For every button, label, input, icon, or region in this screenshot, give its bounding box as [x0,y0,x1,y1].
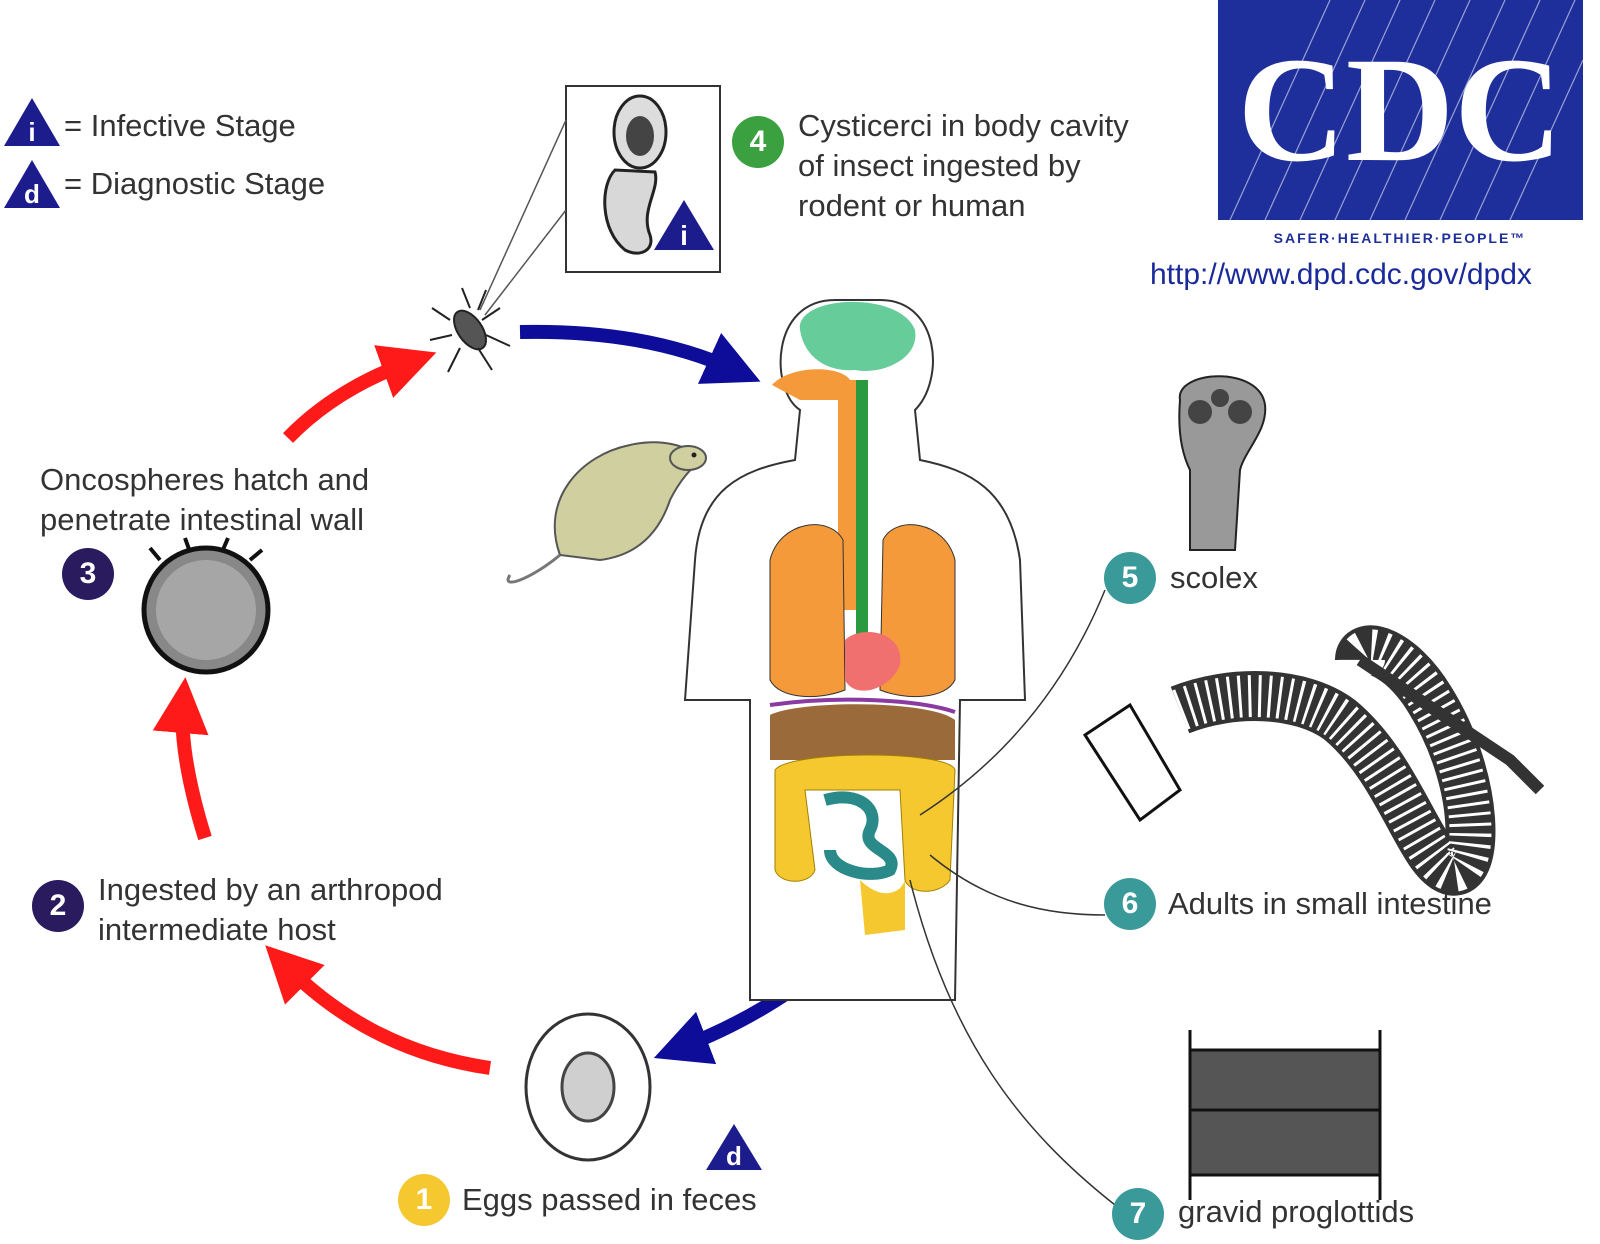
arrow-egg-to-arthropod [265,945,492,1075]
legend-infective-label: = Infective Stage [64,108,296,143]
stage-3-badge: 3 [62,548,114,600]
legend-diagnostic-label: = Diagnostic Stage [64,166,326,201]
oncosphere-illustration [141,537,271,675]
stage-4-badge: 4 [732,116,784,168]
stage-7-label: gravid proglottids [1178,1194,1415,1229]
arrow-oncosphere-to-insect [282,345,437,443]
rodent-illustration [506,441,707,584]
scolex-illustration [1178,375,1267,551]
infective-stage-icon: i [4,98,60,147]
cdc-tagline: SAFER·HEALTHIER·PEOPLE™ [1274,230,1527,246]
arrow-ingest-to-oncosphere [152,677,212,841]
adult-worm-illustration [1082,625,1545,896]
svg-text:i: i [28,117,35,147]
infective-stage-marker-icon: i [654,200,714,251]
cdc-logo-text: CDC [1238,27,1563,193]
stage-1-label: Eggs passed in feces [462,1182,757,1217]
arthropod-insect-illustration [429,287,511,373]
arrow-insect-to-host [519,324,761,384]
svg-text:d: d [726,1141,742,1171]
diagnostic-stage-marker-icon: d [706,1124,762,1171]
human-host-illustration [683,299,1027,1001]
stage-5-badge: 5 [1104,552,1156,604]
stage-6-label: Adults in small intestine [1168,886,1492,921]
cdc-logo: CDC SAFER·HEALTHIER·PEOPLE™ [1218,0,1584,246]
egg-illustration [524,1012,652,1162]
cdc-url-link[interactable]: http://www.dpd.cdc.gov/dpdx [1150,258,1532,291]
stage-7-badge: 7 [1112,1188,1164,1240]
stage-1-badge: 1 [398,1174,450,1226]
svg-text:i: i [680,220,688,251]
diagnostic-stage-icon: d [4,160,60,209]
cysticercus-illustration [479,85,721,316]
gravid-proglottids-illustration [1188,1030,1382,1200]
stage-6-badge: 6 [1104,878,1156,930]
stage-2-badge: 2 [32,880,84,932]
svg-text:d: d [24,179,40,209]
stage-5-label: scolex [1170,560,1258,595]
